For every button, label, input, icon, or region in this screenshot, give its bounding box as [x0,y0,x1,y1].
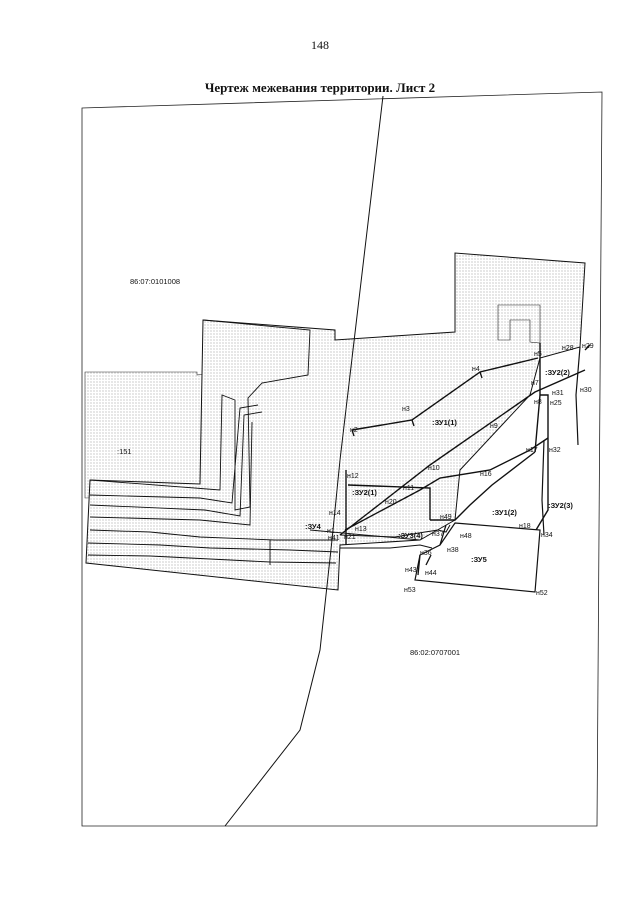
point-n12: н12 [347,473,359,480]
point-n28: н28 [562,345,574,352]
point-n14: н14 [329,510,341,517]
quarter-boundary-diagonal [224,95,384,827]
parcel-label-zu3-4: :ЗУ3(4) [398,531,423,540]
parcel-label-zu1-1: :ЗУ1(1) [432,418,457,427]
point-n30: н30 [580,387,592,394]
quarter-label-151: :151 [117,447,132,456]
zu3-strip [339,524,451,538]
point-n43: н43 [405,567,417,574]
point-n44: н44 [425,570,437,577]
point-n32: н32 [549,447,561,454]
point-n31: н31 [552,390,564,397]
point-n36: н36 [420,550,432,557]
point-n8: н8 [534,399,542,406]
point-n18: н18 [519,523,531,530]
main-parcel-area [85,252,586,591]
point-n11: н11 [403,485,414,492]
parcel-label-zu2-3: :ЗУ2(3) [548,501,573,510]
point-n34: н34 [541,532,553,539]
point-n2: н2 [350,427,358,434]
point-n20: н20 [385,499,397,506]
point-n25: н25 [550,400,562,407]
parcel-label-zu2-2: :ЗУ2(2) [545,368,570,377]
point-n9: н9 [490,423,498,430]
point-n1: н1 [327,528,335,535]
point-n48: н48 [460,533,472,540]
zu2-boundary [541,346,581,536]
point-n49: н49 [440,514,452,521]
parcel-151-area [84,371,211,499]
quarter-label-86-07: 86:07:0101008 [130,277,180,286]
point-n29: н29 [582,343,594,350]
point-n13: н13 [355,526,367,533]
zu1-boundary [339,343,586,545]
point-n16: н16 [480,471,492,478]
point-n37: н37 [432,531,444,538]
point-n52: н52 [536,590,548,597]
point-n17: н17 [526,447,538,454]
parcel-label-zu4: :ЗУ4 [305,522,322,531]
drawing-title: Чертеж межевания территории. Лист 2 [204,80,436,95]
point-n41: н41 [328,535,340,542]
point-n5: н5 [534,351,542,358]
boundary-ticks [351,344,591,576]
quarter-label-86-02: 86:02:0707001 [410,648,460,657]
sheet-frame [81,91,603,827]
point-n53: н53 [404,587,416,594]
parcel-label-zu2-1: :ЗУ2(1) [352,488,377,497]
point-n10: н10 [428,465,440,472]
upper-right-building [497,304,541,344]
point-n21: н21 [344,534,356,541]
corridor-lines [87,404,421,565]
point-n3: н3 [402,406,410,413]
point-n4: н4 [472,366,480,373]
zu3-strip-lower [340,544,433,549]
parcel-label-zu1-2: :ЗУ1(2) [492,508,517,517]
page-number: 148 [311,38,329,52]
parcel-label-zu5: :ЗУ5 [471,555,487,564]
point-n38: н38 [447,547,459,554]
point-n7: н7 [531,380,539,387]
